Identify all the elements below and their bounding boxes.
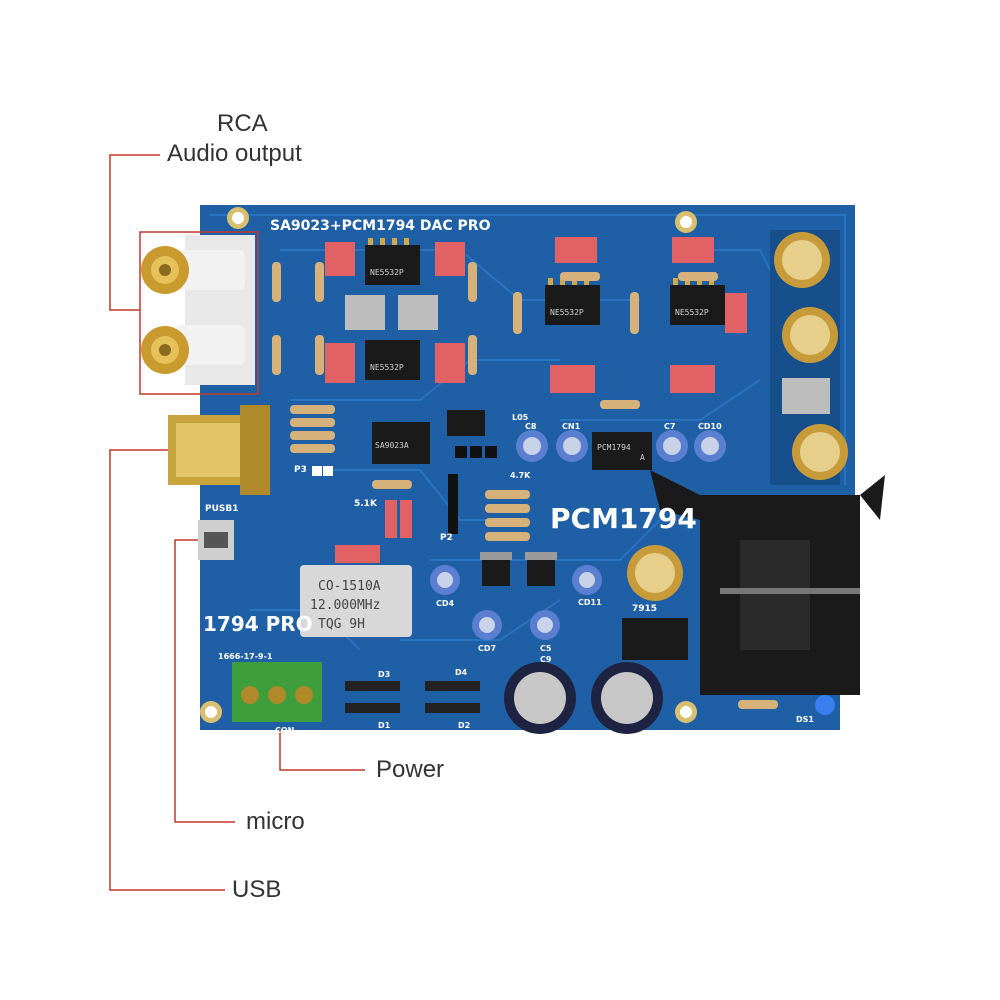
blue-capacitors bbox=[430, 430, 835, 715]
large-capacitors bbox=[504, 662, 663, 734]
c5-label: C5 bbox=[540, 644, 552, 653]
regulator-label: 7915 bbox=[632, 604, 657, 614]
rca-leader-line bbox=[109, 154, 160, 311]
gold-capacitors bbox=[627, 232, 848, 601]
pusb-label: PUSB1 bbox=[205, 504, 239, 514]
d1-label: D1 bbox=[378, 721, 391, 730]
grey-capacitors bbox=[345, 295, 830, 414]
d3-label: D3 bbox=[378, 670, 390, 679]
d2-label: D2 bbox=[458, 721, 470, 730]
mounting-holes bbox=[200, 207, 697, 723]
cn1-label: CN1 bbox=[562, 422, 581, 431]
heatsink bbox=[650, 470, 885, 695]
opamp-marking-2: NE5532P bbox=[370, 363, 404, 372]
film-capacitors bbox=[325, 237, 747, 563]
ds1-label: DS1 bbox=[796, 715, 814, 724]
rca-label-line2: Audio output bbox=[167, 140, 302, 167]
micro-usb-connector bbox=[198, 520, 234, 560]
usb-leader-line bbox=[109, 449, 225, 891]
crystal-marking-1: CO-1510A bbox=[318, 579, 381, 594]
c7-label: C7 bbox=[664, 422, 675, 431]
crystal-marking-2: 12.000MHz bbox=[310, 598, 380, 613]
resistors bbox=[272, 262, 778, 709]
board-model-big: PCM1794 bbox=[550, 502, 697, 535]
dac-chip-marking-1: PCM1794 bbox=[597, 443, 631, 452]
p2-label: P2 bbox=[440, 533, 453, 543]
micro-leader-line bbox=[174, 539, 235, 823]
cd10-label: CD10 bbox=[698, 422, 722, 431]
dac-chip-marking-2: A bbox=[640, 453, 645, 462]
usb-controller-chip bbox=[372, 422, 430, 464]
small-soic-chip bbox=[447, 410, 485, 436]
opamp-pins bbox=[368, 238, 714, 285]
board-title: SA9023+PCM1794 DAC PRO bbox=[270, 218, 491, 234]
d4-label: D4 bbox=[455, 668, 468, 677]
date-code: 1666-17-9-1 bbox=[218, 652, 273, 661]
pin-header bbox=[448, 446, 497, 534]
rca-jacks bbox=[139, 231, 259, 395]
c8-label: C8 bbox=[525, 422, 537, 431]
opamp-marking-4: NE5532P bbox=[675, 308, 709, 317]
power-terminal-block bbox=[232, 662, 322, 722]
c9-label: C9 bbox=[540, 655, 552, 664]
usb-b-connector bbox=[168, 405, 270, 495]
con-label: CON bbox=[275, 726, 294, 735]
r-5k1-label: 5.1K bbox=[354, 499, 378, 509]
crystal-oscillator bbox=[300, 565, 412, 637]
power-label: Power bbox=[376, 756, 445, 783]
usb-chip-marking: SA9023A bbox=[375, 441, 409, 450]
board-model-small: 1794 PRO bbox=[203, 612, 313, 636]
crystal-marking-3: TQG 9H bbox=[318, 617, 365, 632]
p3-label: P3 bbox=[294, 465, 307, 475]
opamp-chips bbox=[365, 245, 725, 380]
cd4-label: CD4 bbox=[436, 599, 455, 608]
voltage-regulators bbox=[480, 552, 688, 660]
r-4k7-label: 4.7K bbox=[510, 471, 531, 480]
usb-label: USB bbox=[232, 876, 282, 903]
diodes bbox=[345, 681, 480, 713]
micro-label: micro bbox=[246, 808, 305, 835]
l05-label: L05 bbox=[512, 413, 529, 422]
opamp-marking-3: NE5532P bbox=[550, 308, 584, 317]
power-leader-line bbox=[279, 730, 365, 771]
cd11-label: CD11 bbox=[578, 598, 602, 607]
opamp-marking-1: NE5532P bbox=[370, 268, 404, 277]
pcm1794-chip bbox=[592, 432, 652, 470]
rca-label-line1: RCA bbox=[217, 110, 268, 137]
cd7-label: CD7 bbox=[478, 644, 496, 653]
